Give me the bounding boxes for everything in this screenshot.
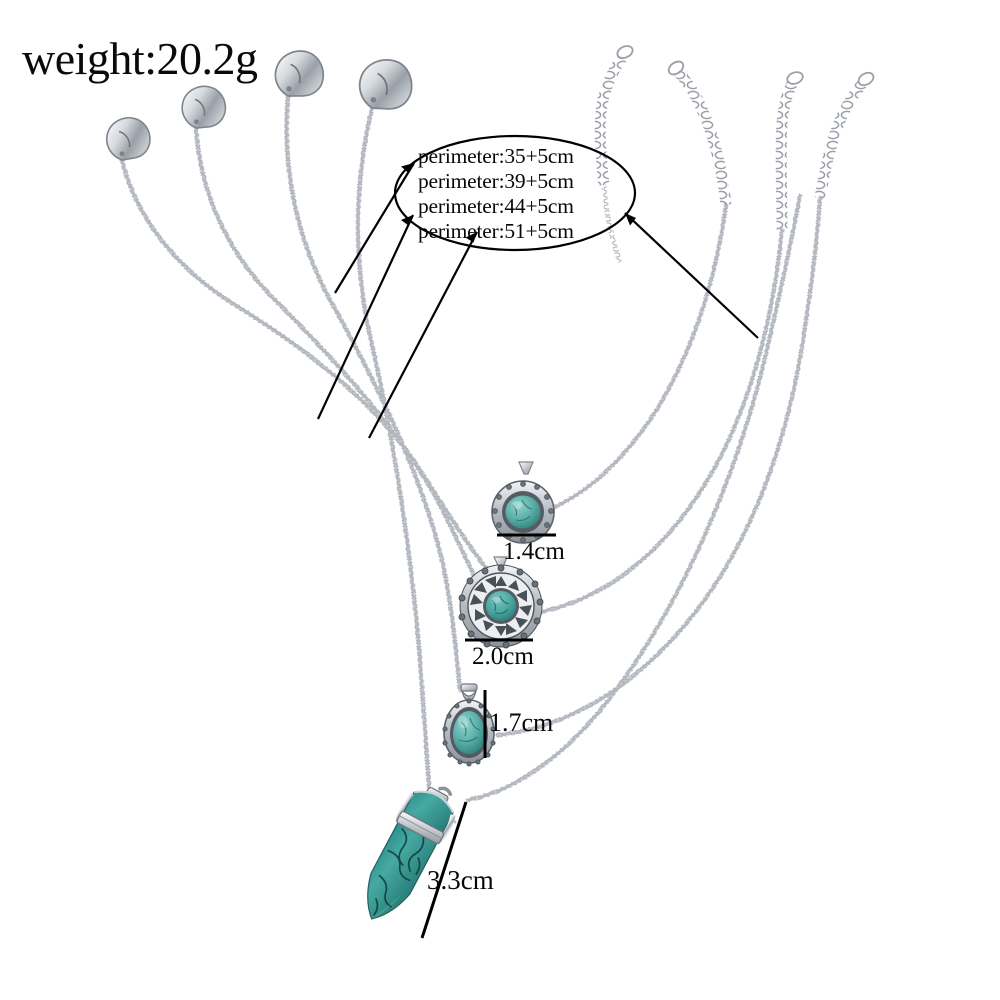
lobster-clasp-1: [105, 117, 151, 161]
dimension-label-hexpoint-pendant: 3.3cm: [427, 865, 494, 895]
perimeter-item-3: perimeter:44+5cm: [418, 194, 574, 218]
perimeter-item-4: perimeter:51+5cm: [418, 219, 574, 243]
dimension-label-sunburst-pendant: 2.0cm: [472, 643, 534, 670]
extender-chain-1: [667, 60, 732, 206]
lobster-clasp-3: [274, 50, 325, 97]
weight-label: weight:20.2g: [22, 33, 258, 84]
chain-strand-1: [119, 157, 729, 588]
sunburst-medallion-pendant: [458, 556, 544, 649]
perimeter-item-2: perimeter:39+5cm: [418, 169, 574, 193]
dimension-label-teardrop-pendant: 1.7cm: [489, 708, 554, 737]
extender-chain-3: [814, 71, 875, 199]
hexagonal-point-pendant: [367, 786, 456, 920]
dimension-label-round-pendant: 1.4cm: [503, 538, 565, 565]
measure-rule-3-3cm: [420, 801, 468, 939]
teardrop-pendant: [442, 683, 496, 767]
lobster-clasp-4: [358, 59, 413, 110]
chain-strand-4: [355, 105, 803, 824]
chain-strand-2: [193, 125, 785, 615]
sunburst-triangles: [470, 576, 532, 636]
perimeter-list: perimeter:35+5cm perimeter:39+5cm perime…: [418, 144, 574, 244]
extender-chain-4: [594, 45, 634, 263]
round-cabochon-pendant: [491, 461, 555, 544]
extender-chain-2: [775, 71, 804, 231]
perimeter-callout-annotation: [317, 134, 759, 439]
perimeter-item-1: perimeter:35+5cm: [418, 144, 574, 168]
lobster-clasp-2: [181, 85, 227, 129]
